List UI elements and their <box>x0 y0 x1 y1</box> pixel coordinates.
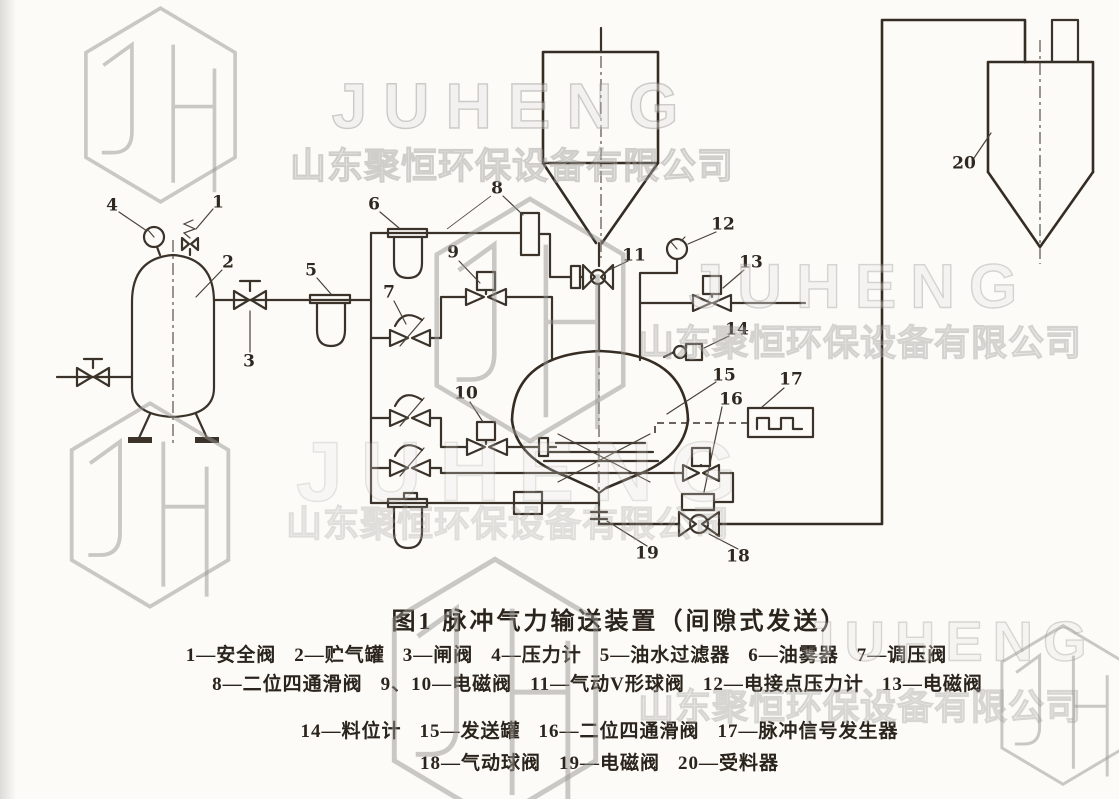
part-label-11: 11 <box>622 245 646 266</box>
pressure-regulator-1 <box>369 314 432 348</box>
part-label-15: 15 <box>712 365 736 386</box>
part-label-8: 8 <box>491 178 503 199</box>
solenoid-valve-9 <box>428 270 554 360</box>
receiver-hopper <box>986 18 1095 264</box>
part-label-17: 17 <box>779 369 803 390</box>
part-label-9: 9 <box>447 242 459 263</box>
pneumatic-ball-valve-18 <box>677 510 721 538</box>
part-label-16: 16 <box>719 389 743 410</box>
safety-valve <box>180 219 200 257</box>
v-ball-valve-11 <box>578 263 615 353</box>
pressure-regulator-2 <box>369 394 432 428</box>
label-leader-lines <box>118 132 992 550</box>
slide-valve-16 <box>680 492 716 512</box>
part-label-12: 12 <box>711 214 735 235</box>
part-label-13: 13 <box>739 252 763 273</box>
contact-pressure-gauge-12 <box>638 236 689 362</box>
gate-valve <box>232 279 268 311</box>
part-label-4: 4 <box>106 195 118 216</box>
part-label-7: 7 <box>383 282 395 303</box>
pressure-regulator-3 <box>369 444 432 478</box>
part-label-14: 14 <box>725 319 749 340</box>
part-label-1: 1 <box>212 192 224 213</box>
discharge-solenoid-valve <box>681 446 735 504</box>
booster-air-line <box>428 466 685 475</box>
sending-tank <box>510 342 704 526</box>
part-label-6: 6 <box>368 194 380 215</box>
part-label-2: 2 <box>222 252 234 273</box>
oil-mister <box>386 227 429 280</box>
part-label-19: 19 <box>635 543 659 564</box>
slide-valve-8 <box>519 211 582 290</box>
part-label-20: 20 <box>952 153 976 174</box>
drain-valve <box>55 357 134 388</box>
oil-water-filter <box>308 293 352 348</box>
pressure-gauge <box>142 225 166 257</box>
part-label-5: 5 <box>305 260 317 281</box>
tank-outlet-line <box>212 279 373 348</box>
bottom-pipe-box <box>512 490 544 516</box>
conveying-line <box>597 18 1027 538</box>
bottom-filter-cup <box>386 491 429 550</box>
figure-caption: 图1 脉冲气力输送装置（间隙式发送） <box>391 609 848 635</box>
storage-hopper <box>541 26 660 268</box>
solenoid-valve-13 <box>638 274 807 313</box>
part-label-3: 3 <box>243 351 255 372</box>
pulse-signal-generator <box>654 406 815 439</box>
part-label-18: 18 <box>726 546 750 567</box>
solenoid-valve-10 <box>428 416 558 458</box>
level-gauge-14 <box>662 342 704 362</box>
part-label-10: 10 <box>454 383 478 404</box>
scan-edge-shadow <box>0 0 16 799</box>
air-storage-tank <box>55 219 219 447</box>
